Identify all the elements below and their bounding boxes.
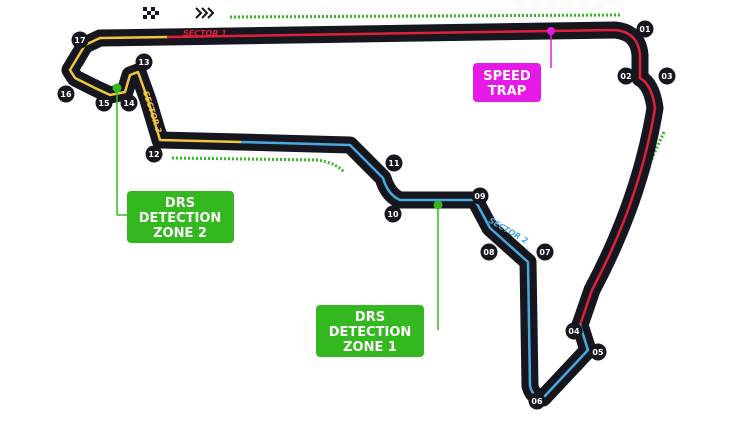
turn-label-10: 10 <box>387 210 399 219</box>
drs2-point <box>112 83 122 93</box>
turn-badge-05 <box>589 343 607 361</box>
turn-badge-14 <box>120 94 138 112</box>
turn-badge-08 <box>480 243 498 261</box>
turn-label-03: 03 <box>661 72 672 81</box>
drs2-label-line2: DETECTION <box>139 211 222 226</box>
checkered-flag-icon <box>143 7 159 19</box>
drs1-label-line3: ZONE 1 <box>343 340 397 355</box>
drs2-label-line3: ZONE 2 <box>153 226 207 241</box>
turn-badge-07 <box>536 243 554 261</box>
drs-detection-zone-2-box: DRS DETECTION ZONE 2 <box>127 191 234 243</box>
sector-1-line <box>166 28 657 327</box>
turn-badge-02 <box>617 67 635 85</box>
turn-label-14: 14 <box>123 99 135 108</box>
turn-label-08: 08 <box>483 248 495 257</box>
turn-badge-06 <box>528 392 546 410</box>
turn-badge-16 <box>57 85 75 103</box>
drs-zone-turn12-straight <box>171 156 346 174</box>
sector-1-label: SECTOR 1 <box>183 29 227 38</box>
turn-badge-04 <box>565 322 583 340</box>
drs-detection-zone-1-box: DRS DETECTION ZONE 1 <box>316 305 424 357</box>
turn-label-09: 09 <box>474 192 486 201</box>
turn-label-12: 12 <box>148 150 159 159</box>
speed-trap-box: SPEED TRAP <box>473 63 541 102</box>
turn-badge-12 <box>145 145 163 163</box>
turn-label-11: 11 <box>388 159 400 168</box>
speed-trap-label-line1: SPEED <box>483 69 531 84</box>
turn-label-17: 17 <box>74 36 85 45</box>
turn-badge-10 <box>384 205 402 223</box>
turn-badge-15 <box>95 94 113 112</box>
drs2-label-line1: DRS <box>165 196 195 211</box>
drs-zone-markers <box>171 13 666 301</box>
turn-badge-01 <box>636 20 654 38</box>
turn-label-06: 06 <box>531 397 543 406</box>
drs-zone-main-straight <box>229 13 623 19</box>
drs1-point <box>433 200 443 210</box>
turn-label-05: 05 <box>592 348 604 357</box>
callout-connectors <box>116 31 552 330</box>
turn-badge-03 <box>658 67 676 85</box>
turn-label-15: 15 <box>98 99 110 108</box>
sector-3-line-a <box>98 35 170 40</box>
turn-badge-13 <box>135 53 153 71</box>
turn-label-04: 04 <box>568 327 580 336</box>
turn-label-01: 01 <box>639 25 651 34</box>
turn-label-16: 16 <box>60 90 72 99</box>
drs1-label-line1: DRS <box>355 310 385 325</box>
drs1-label-line2: DETECTION <box>329 325 412 340</box>
direction-chevrons-icon <box>195 7 215 19</box>
turn-badge-17 <box>71 31 89 49</box>
turn-label-13: 13 <box>138 58 149 67</box>
speed-trap-label-line2: TRAP <box>488 84 526 99</box>
turn-badge-11 <box>385 154 403 172</box>
turn-label-02: 02 <box>620 72 631 81</box>
turn-markers: 01 02 03 04 05 06 07 08 09 10 11 12 13 14 15 16 17 <box>57 20 676 410</box>
turn-badge-09 <box>471 187 489 205</box>
turn-label-07: 07 <box>539 248 550 257</box>
speed-trap-point <box>547 27 555 35</box>
